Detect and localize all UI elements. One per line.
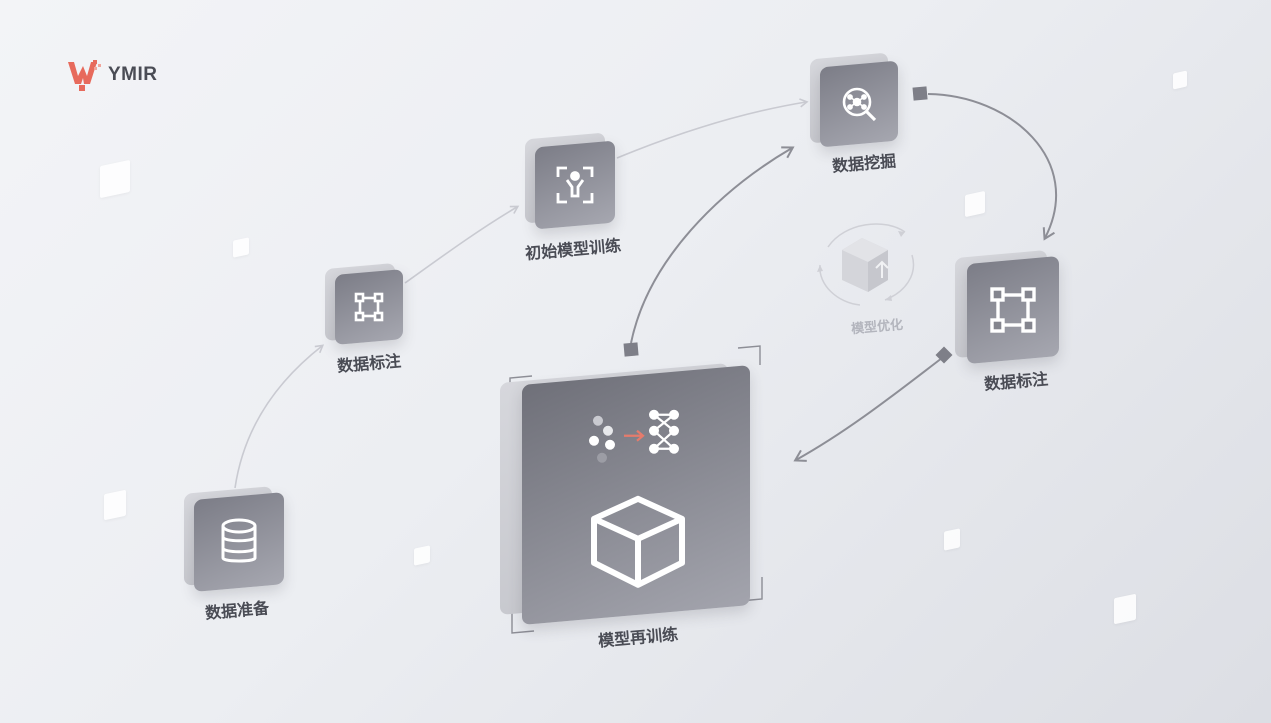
person-detect-icon [556, 166, 594, 204]
arrow-annotation-to-training [404, 205, 520, 284]
neural-network-icon [589, 409, 679, 463]
arrow-prep-to-annotation [234, 344, 325, 489]
node-data-mining [810, 52, 900, 150]
logo-text: YMIR [108, 64, 158, 85]
node-initial-training [525, 132, 617, 230]
node-annotation-2 [955, 249, 1059, 365]
bounding-box-icon [354, 292, 384, 322]
arrow-start-diamond [935, 346, 953, 364]
ymir-logo: YMIR [66, 58, 158, 92]
arrow-annotation-to-retrain [793, 357, 943, 462]
arrow-retrain-to-mining [630, 146, 795, 344]
arrow-training-to-mining [616, 98, 809, 159]
database-icon [221, 518, 257, 563]
node-annotation-1 [325, 262, 405, 346]
ymir-logo-icon [68, 60, 101, 91]
arrow-start-square [912, 86, 928, 101]
cube-upload-icon [842, 238, 889, 292]
arrow-start-square [623, 342, 639, 357]
search-network-icon [842, 87, 877, 122]
node-data-prep [184, 486, 284, 592]
cube-icon [591, 495, 685, 588]
bounding-box-icon [990, 287, 1036, 333]
node-retraining [500, 345, 763, 634]
arrow-mining-to-annotation [927, 93, 1058, 241]
